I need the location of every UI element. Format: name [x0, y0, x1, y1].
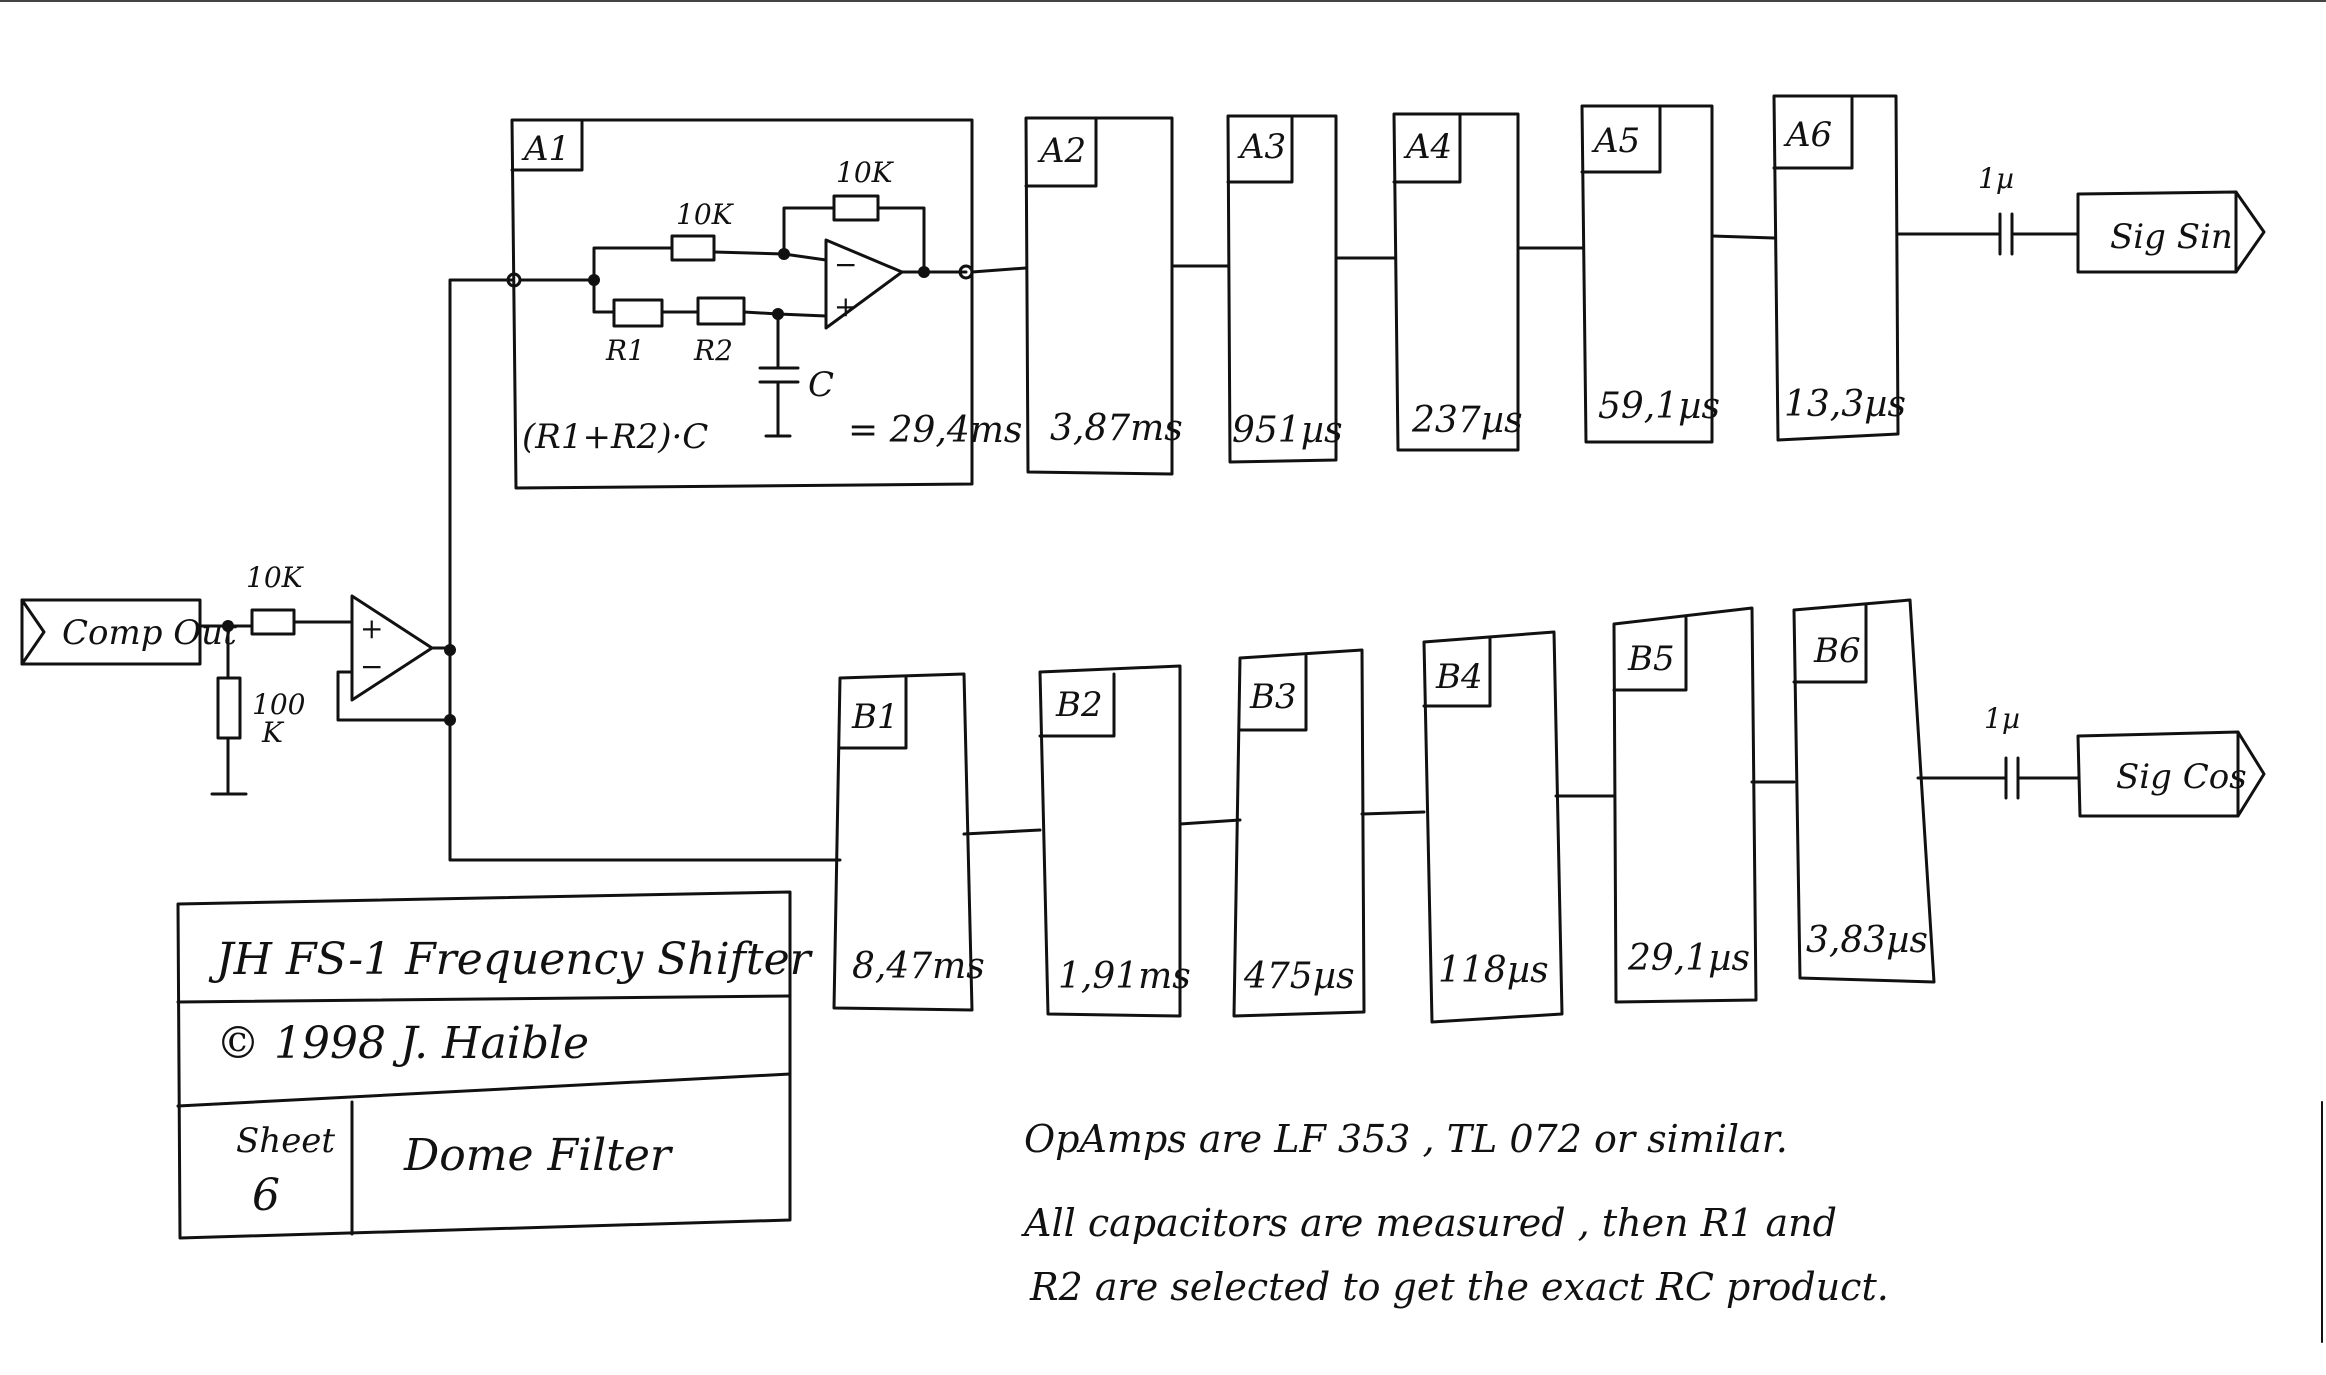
block-a6-id: A6 — [1783, 115, 1832, 155]
notes: OpAmps are LF 353 , TL 072 or similar. A… — [1021, 1117, 1889, 1309]
a1-r2-label: R2 — [693, 334, 733, 367]
input-connector: Comp Out — [20, 598, 237, 666]
a1-resistor-feedback — [832, 194, 880, 222]
block-a1: A1 10K 10K R1 R2 C − + (R1+R2 — [506, 118, 1022, 490]
block-a1-id: A1 — [521, 129, 570, 169]
a1-formula: (R1+R2)·C — [522, 417, 708, 457]
sin-cap-label: 1µ — [1978, 162, 2014, 195]
block-a4-tau: 237µs — [1411, 400, 1523, 441]
block-a5-id: A5 — [1591, 121, 1640, 161]
block-b6: B6 3,83µs — [1792, 598, 1936, 984]
cos-output-capacitor — [2004, 756, 2020, 800]
block-b6-tau: 3,83µs — [1806, 920, 1928, 961]
wire-to-chain-a — [448, 278, 514, 652]
block-a5: A5 59,1µs — [1580, 104, 1720, 444]
block-b1: B1 8,47ms — [832, 672, 985, 1012]
input-label: Comp Out — [62, 613, 237, 653]
block-a3-id: A3 — [1237, 127, 1286, 167]
resistor-series-10k — [250, 608, 296, 636]
a1-r1-label: R1 — [605, 334, 645, 367]
title-block-title: JH FS-1 Frequency Shifter — [208, 934, 814, 985]
block-a6: A6 13,3µs — [1772, 94, 1906, 442]
resistor-shunt-label-bottom: K — [261, 716, 285, 749]
block-b5: B5 29,1µs — [1612, 606, 1758, 1004]
a1-resistor-feedback-label: 10K — [836, 156, 895, 189]
a1-resistor-input — [670, 234, 716, 262]
sin-output-capacitor — [1998, 212, 2014, 256]
block-a2-tau: 3,87ms — [1050, 408, 1183, 449]
cos-output-connector: Sig Cos — [2076, 730, 2266, 818]
title-block: JH FS-1 Frequency Shifter © 1998 J. Haib… — [176, 890, 814, 1240]
resistor-shunt-100k — [216, 676, 242, 740]
block-b2: B2 1,91ms — [1038, 664, 1191, 1018]
title-block-sheet-name: Dome Filter — [403, 1130, 674, 1181]
block-b5-id: B5 — [1627, 639, 1675, 679]
block-b3-tau: 475µs — [1243, 956, 1355, 997]
a1-opamp-minus: − — [834, 248, 857, 281]
title-block-copyright: © 1998 J. Haible — [216, 1018, 589, 1069]
block-b4-tau: 118µs — [1438, 950, 1549, 991]
block-a2-id: A2 — [1037, 131, 1086, 171]
block-b5-tau: 29,1µs — [1627, 938, 1750, 979]
a1-capacitor — [758, 366, 800, 384]
a1-opamp — [824, 238, 904, 330]
cos-output-label: Sig Cos — [2116, 757, 2247, 797]
cos-cap-label: 1µ — [1984, 702, 2020, 735]
a1-resistor-r2 — [696, 296, 746, 326]
block-a2: A2 3,87ms — [1024, 116, 1183, 476]
block-b4: B4 118µs — [1422, 630, 1564, 1024]
block-b3: B3 475µs — [1232, 648, 1366, 1018]
block-b2-id: B2 — [1055, 685, 1103, 725]
block-a1-tau: = 29,4ms — [848, 410, 1022, 451]
block-b1-id: B1 — [851, 697, 899, 737]
sin-output-connector: Sig Sin — [2076, 190, 2266, 274]
block-b3-id: B3 — [1249, 677, 1297, 717]
block-a3-tau: 951µs — [1232, 410, 1343, 451]
note-line: All capacitors are measured , then R1 an… — [1021, 1201, 1837, 1245]
block-a6-tau: 13,3µs — [1784, 384, 1906, 425]
sin-output-label: Sig Sin — [2110, 217, 2233, 257]
block-b1-tau: 8,47ms — [852, 946, 985, 987]
note-line: R2 are selected to get the exact RC prod… — [1029, 1265, 1889, 1309]
resistor-series-label: 10K — [246, 561, 305, 594]
buffer-plus: + — [360, 612, 383, 645]
block-a3: A3 951µs — [1226, 114, 1343, 464]
a1-cap-label: C — [808, 365, 834, 405]
block-b2-tau: 1,91ms — [1058, 956, 1191, 997]
buffer-minus: − — [360, 650, 383, 683]
resistor-shunt-label-top: 100 — [252, 688, 305, 721]
a1-resistor-r1 — [612, 298, 664, 328]
block-a4-id: A4 — [1403, 127, 1452, 167]
note-line: OpAmps are LF 353 , TL 072 or similar. — [1024, 1117, 1788, 1161]
wire-to-chain-b — [448, 718, 842, 862]
block-b6-id: B6 — [1813, 631, 1861, 671]
block-b4-id: B4 — [1435, 657, 1483, 697]
block-a5-tau: 59,1µs — [1598, 386, 1720, 427]
buffer-opamp: + − — [350, 594, 434, 702]
a1-resistor-input-label: 10K — [676, 198, 735, 231]
block-a4: A4 237µs — [1392, 112, 1523, 452]
title-block-sheet-number: 6 — [252, 1170, 280, 1221]
title-block-sheet-label: Sheet — [236, 1121, 335, 1161]
a1-opamp-plus: + — [834, 290, 857, 323]
